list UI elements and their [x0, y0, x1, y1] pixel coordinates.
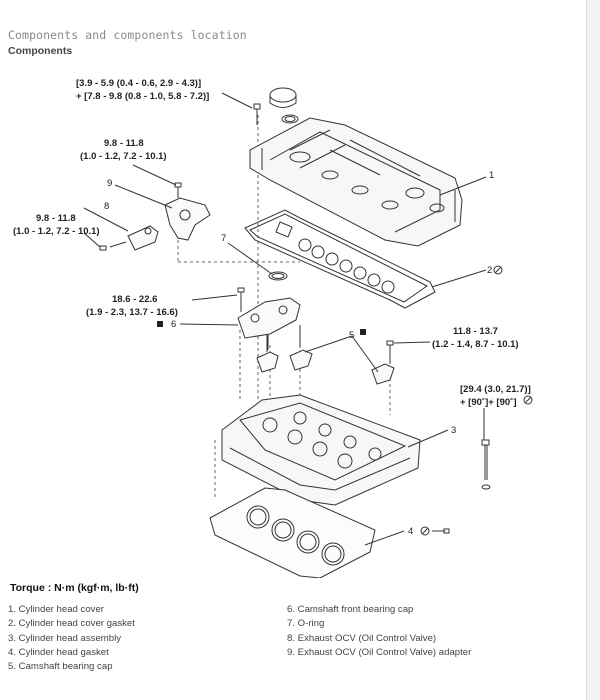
part-number-1: 1 [489, 170, 494, 181]
ocv-adapter [164, 182, 211, 241]
legend-item: 2. Cylinder head cover gasket [8, 618, 135, 630]
engine-components-diagram: [3.9 - 5.9 (0.4 - 0.6, 2.9 - 4.3)] + [7.… [13, 78, 533, 578]
callout-ocv-bolt-line2: (1.0 - 1.2, 7.2 - 10.1) [13, 226, 100, 237]
part-number-4: 4 [408, 526, 413, 537]
cylinder-head-cover-gasket [244, 209, 436, 309]
cylinder-head-cover [249, 117, 463, 247]
part-number-9: 9 [107, 178, 112, 189]
legend-item: 5. Camshaft bearing cap [8, 661, 113, 673]
callout-head-bolt-line1: [29.4 (3.0, 21.7)] [460, 384, 531, 395]
callout-bearing-cap-bolt-line2: (1.2 - 1.4, 8.7 - 10.1) [432, 339, 519, 350]
callout-bolt-cover-line1: [3.9 - 5.9 (0.4 - 0.6, 2.9 - 4.3)] [76, 78, 201, 89]
callout-front-cap-bolt-line2: (1.9 - 2.3, 13.7 - 16.6) [86, 307, 178, 318]
callout-head-bolt-line2: + [90˚]+ [90˚] [460, 397, 517, 408]
torque-units-label: Torque : N·m (kgf·m, lb·ft) [10, 582, 139, 594]
legend-item: 8. Exhaust OCV (Oil Control Valve) [287, 632, 437, 644]
legend-item: 9. Exhaust OCV (Oil Control Valve) adapt… [287, 646, 472, 658]
legend-item: 6. Camshaft front bearing cap [287, 604, 414, 615]
part-number-5: 5 [349, 330, 354, 341]
replace-symbols [420, 265, 533, 536]
sub-title: Components [8, 45, 73, 57]
callout-bearing-cap-bolt-line1: 11.8 - 13.7 [453, 326, 498, 337]
cylinder-head-assembly [221, 394, 421, 506]
camshaft-bearing-caps [256, 325, 395, 385]
exhaust-ocv [99, 225, 159, 251]
section-title: Components and components location [8, 28, 247, 42]
callout-adapter-bolt-line2: (1.0 - 1.2, 7.2 - 10.1) [80, 151, 167, 162]
head-bolt [481, 439, 491, 490]
cover-bolt [253, 103, 261, 125]
callout-bolt-cover-line2: + [7.8 - 9.8 (0.8 - 1.0, 5.8 - 7.2)] [76, 91, 209, 102]
callout-adapter-bolt-line1: 9.8 - 11.8 [104, 138, 144, 149]
part-number-7: 7 [221, 233, 226, 244]
part-number-2: 2 [487, 265, 492, 276]
legend-item: 1. Cylinder head cover [8, 604, 104, 615]
leader-lines [83, 92, 487, 546]
callout-ocv-bolt-line1: 9.8 - 11.8 [36, 213, 76, 224]
part-numbers: 1 2 3 4 5 6 7 8 9 [104, 170, 494, 537]
legend-item: 4. Cylinder head gasket [8, 646, 109, 658]
dowel-pin [432, 528, 450, 534]
part-number-6: 6 [171, 319, 176, 330]
oil-filler-cap [269, 87, 299, 124]
callout-front-cap-bolt-line1: 18.6 - 22.6 [112, 294, 157, 305]
camshaft-front-bearing-cap [237, 287, 301, 350]
cylinder-head-gasket [209, 487, 376, 578]
part-number-8: 8 [104, 201, 109, 212]
part-number-3: 3 [451, 425, 456, 436]
parts-legend-right: 6. Camshaft front bearing cap 7. O-ring … [287, 603, 471, 660]
legend-item: 7. O-ring [287, 618, 325, 630]
scrollbar-gutter[interactable] [587, 0, 600, 700]
legend-item: 3. Cylinder head assembly [8, 632, 122, 644]
new-part-marks [157, 321, 366, 335]
assembly-guide-lines [177, 115, 391, 500]
o-ring [268, 271, 288, 281]
torque-callouts: [3.9 - 5.9 (0.4 - 0.6, 2.9 - 4.3)] + [7.… [13, 78, 531, 408]
parts-legend-left: 1. Cylinder head cover 2. Cylinder head … [8, 603, 135, 674]
